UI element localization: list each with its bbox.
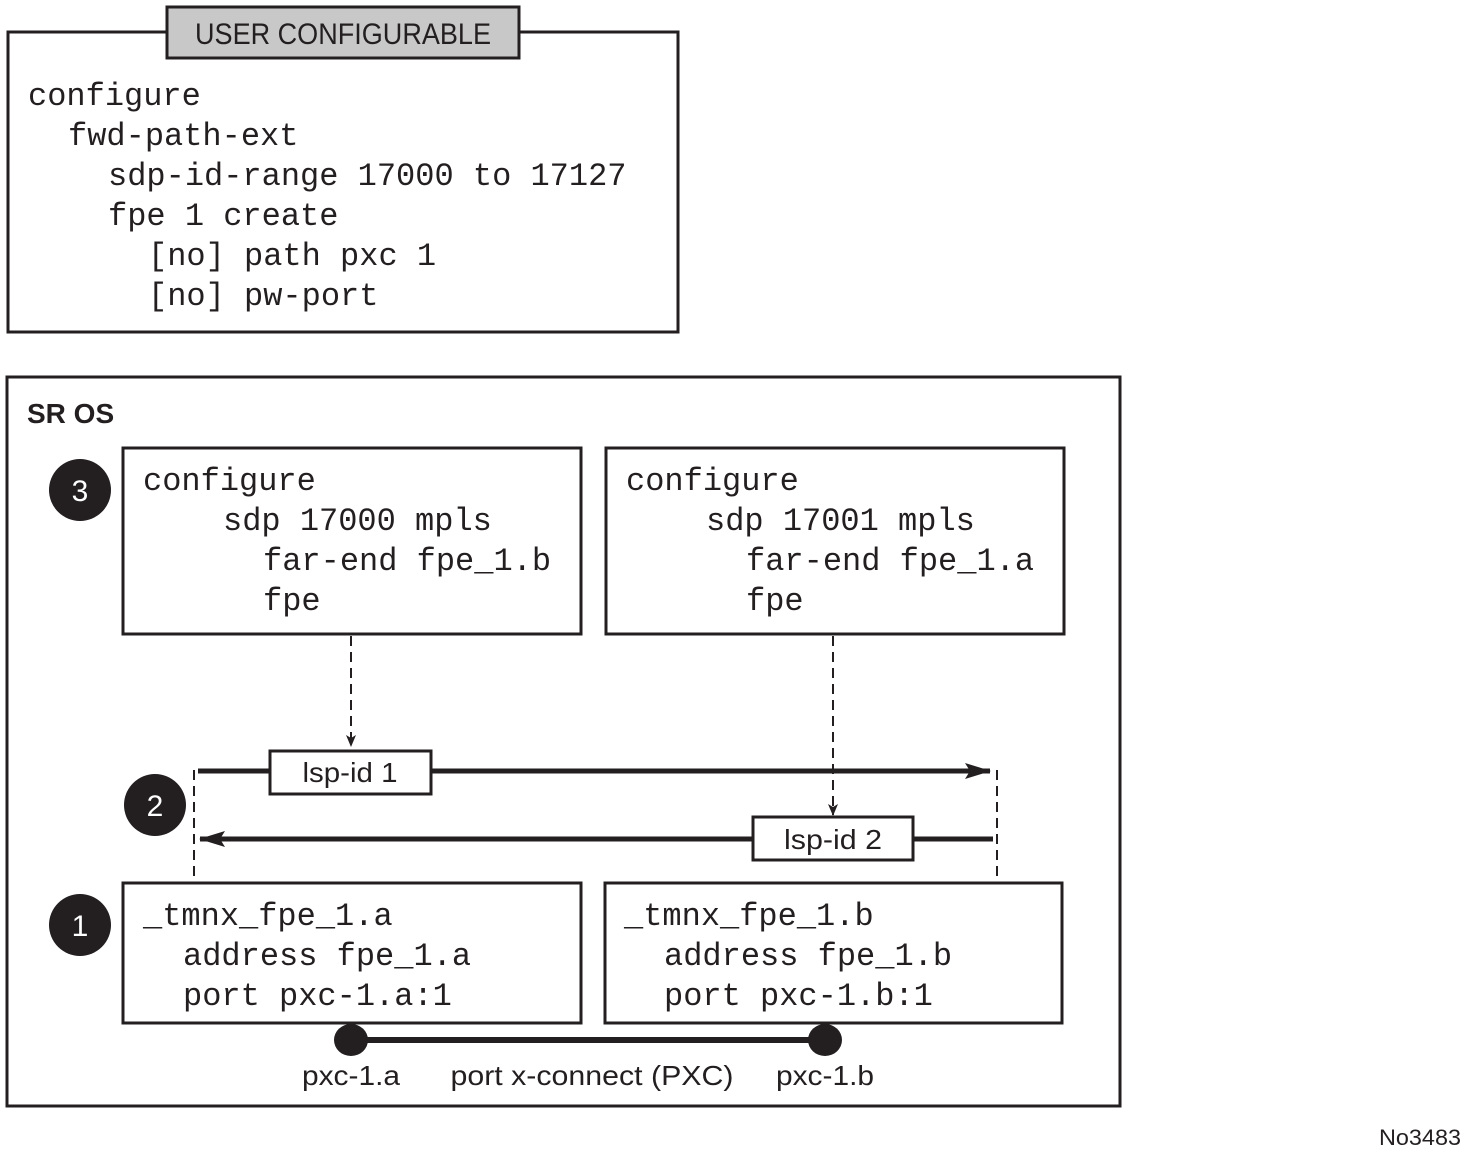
pxc-label: port x-connect (PXC) (451, 1060, 734, 1091)
user-config-tag-label: USER CONFIGURABLE (195, 18, 491, 51)
code-line: [no] pw-port (148, 278, 378, 315)
code-line: sdp-id-range 17000 to 17127 (108, 158, 626, 195)
lsp-id-2-box (751, 815, 915, 862)
user-configurable-panel: USER CONFIGURABLE configure fwd-path-ext… (6, 5, 680, 334)
code-line: [no] path pxc 1 (148, 238, 436, 275)
code-line: configure (28, 78, 201, 115)
step-2-number: 2 (147, 790, 164, 823)
code-line: fwd-path-ext (68, 118, 298, 155)
code-line: port pxc-1.b:1 (664, 978, 933, 1015)
user-config-tag (165, 5, 521, 60)
pxc-1a-label: pxc-1.a (302, 1060, 400, 1091)
lsp-id-1-label: lsp-id 1 (303, 757, 398, 788)
code-line: _tmnx_fpe_1.b (623, 898, 874, 935)
code-line: fpe 1 create (108, 198, 338, 235)
code-line: fpe (263, 583, 321, 620)
code-line: address fpe_1.a (183, 938, 471, 975)
code-line: far-end fpe_1.b (263, 543, 551, 580)
code-line: configure (626, 463, 799, 500)
code-line: far-end fpe_1.a (746, 543, 1034, 580)
lsp-id-1-box (268, 749, 433, 796)
code-line: _tmnx_fpe_1.a (142, 898, 393, 935)
sdp-17001-box (604, 446, 1066, 636)
code-line: sdp 17000 mpls (223, 503, 492, 540)
fpe-1b-box (603, 881, 1064, 1025)
fpe-1a-box (121, 881, 583, 1025)
step-1-number: 1 (72, 910, 89, 943)
code-line: address fpe_1.b (664, 938, 952, 975)
sros-label: SR OS (27, 398, 114, 429)
code-line: configure (143, 463, 316, 500)
step-1-badge (49, 894, 111, 956)
step-3-number: 3 (72, 475, 89, 508)
pxc-1b-endpoint (808, 1024, 842, 1056)
figure-id: No3483 (1379, 1125, 1461, 1150)
pxc-1b-label: pxc-1.b (776, 1060, 874, 1091)
code-line: sdp 17001 mpls (706, 503, 975, 540)
code-line: port pxc-1.a:1 (183, 978, 452, 1015)
step-3-badge (49, 459, 111, 521)
lsp-id-2-label: lsp-id 2 (784, 824, 882, 855)
pxc-1a-endpoint (334, 1024, 368, 1056)
code-line: fpe (746, 583, 804, 620)
sros-panel: SR OS 3 2 1 configure sdp 17000 mpls far… (5, 375, 1122, 1108)
sdp-17000-box (121, 446, 583, 636)
user-config-box (6, 30, 680, 334)
step-2-badge (124, 774, 186, 836)
